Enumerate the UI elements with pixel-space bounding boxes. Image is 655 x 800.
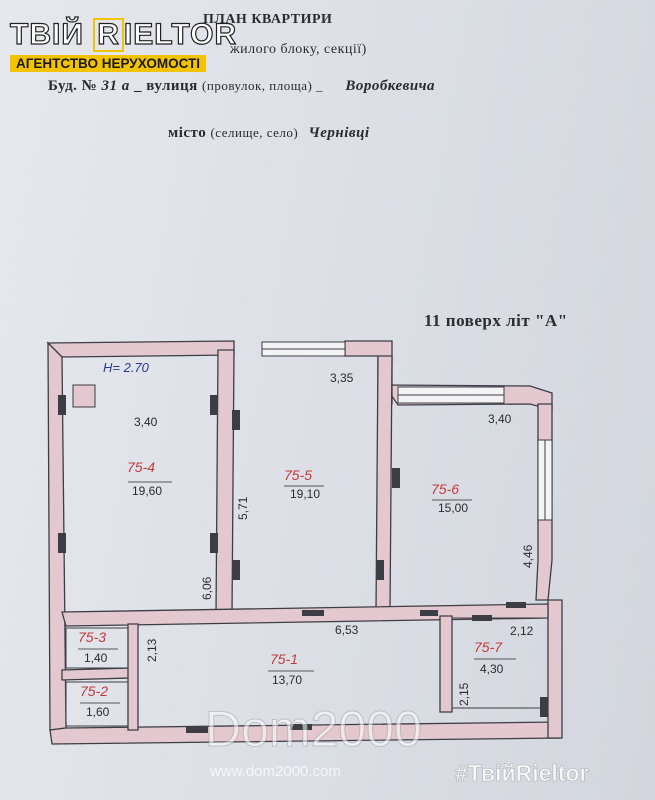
room-area: 1,40 [84, 651, 108, 665]
wall-4-5 [215, 349, 235, 616]
room-area: 1,60 [86, 705, 110, 719]
room-number: 75-6 [431, 481, 459, 497]
room-75-2: 75-2 1,60 [80, 683, 120, 719]
wall-small-right [127, 623, 139, 731]
windows [261, 341, 553, 521]
room-number: 75-3 [78, 629, 106, 645]
street-name: Воробкевича [345, 78, 436, 94]
building-number: 31 а [101, 78, 130, 94]
dim-room4-width: 3,40 [134, 415, 158, 429]
dim-corridor-width: 2,13 [145, 638, 159, 662]
ceiling-height: H= 2.70 [103, 360, 150, 375]
room-number: 75-2 [80, 683, 108, 699]
room-number: 75-5 [284, 467, 312, 483]
room-75-3: 75-3 1,40 [78, 629, 118, 665]
column-room4 [72, 384, 96, 408]
dom2000-watermark: Dom2000 [205, 701, 423, 758]
room-area: 15,00 [438, 501, 468, 515]
room-outlines [65, 384, 549, 727]
dim-room4-length: 6,06 [200, 576, 214, 600]
room-75-4: 75-4 19,60 [127, 459, 172, 498]
street-label: _ вулиця [134, 78, 198, 94]
city-name: Чернівці [308, 125, 370, 141]
document-title: ПЛАН КВАРТИРИ [203, 12, 333, 27]
dim-room6-width: 3,40 [488, 412, 512, 426]
room-number: 75-7 [474, 639, 503, 655]
dim-room7-length: 2,15 [457, 682, 471, 706]
dim-room5-width: 3,35 [330, 371, 354, 385]
street-hint: (провулок, площа) _ [202, 78, 324, 93]
city-label: місто [168, 125, 207, 141]
outer-wall-top-left [46, 340, 235, 358]
room-number: 75-4 [127, 459, 155, 475]
rieltor-hashtag-watermark: #ТвійRieltor [455, 760, 589, 787]
room-75-7: 75-7 4,30 [474, 639, 516, 676]
dim-room5-length: 5,71 [236, 496, 250, 520]
building-label: Буд. № [48, 78, 98, 94]
door-marks [58, 395, 548, 733]
floor-line: 11 поверх літ "А" [424, 311, 568, 330]
room-7-box [451, 617, 549, 709]
document-subtitle: жилого блоку, секції) [230, 42, 367, 57]
city-hint: (селище, село) [210, 125, 299, 140]
dim-corridor-length: 6,53 [335, 623, 359, 637]
outer-wall-right-low [547, 599, 563, 739]
address-line: Буд. № 31 а _ вулиця (провулок, площа) _… [48, 78, 435, 95]
room-area: 4,30 [480, 662, 504, 676]
room-75-1: 75-1 13,70 [268, 651, 314, 687]
wall-3-2 [61, 667, 131, 681]
room-75-6: 75-6 15,00 [431, 481, 472, 515]
logo-tagline: АГЕНТСТВО НЕРУХОМОСТІ [10, 55, 207, 72]
dim-room7-width: 2,12 [510, 624, 534, 638]
dom2000-url-watermark: www.dom2000.com [210, 763, 341, 780]
room-area: 19,60 [132, 484, 162, 498]
room-2-box [65, 681, 129, 727]
dim-room6-length: 4,46 [521, 544, 535, 568]
room-number: 75-1 [270, 651, 298, 667]
room-3-box [65, 627, 129, 669]
room-area: 13,70 [272, 673, 302, 687]
wall-7-left [439, 615, 453, 713]
room-75-5: 75-5 19,10 [284, 467, 324, 501]
room-area: 19,10 [290, 487, 320, 501]
city-line: місто (селище, село) Чернівці [168, 125, 370, 142]
